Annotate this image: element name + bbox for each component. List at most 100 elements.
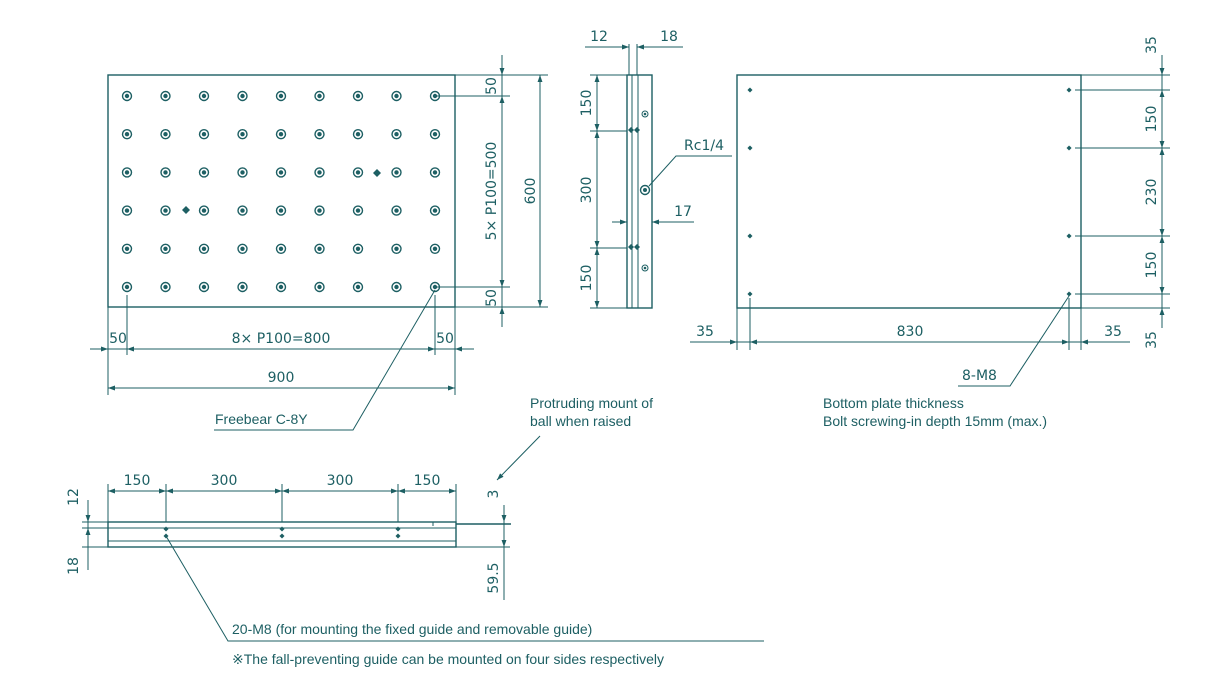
dim-v2: 230 xyxy=(1144,179,1160,206)
m8-hole xyxy=(747,87,753,93)
front-view: 12 18 150 300 300 150 3 59.5 Protruding … xyxy=(66,395,764,667)
m8-hole xyxy=(747,291,753,297)
side-view: 12 18 150 300 150 Rc1/4 17 xyxy=(579,29,732,309)
freebear-hole xyxy=(160,243,171,255)
freebear-hole xyxy=(198,90,210,102)
freebear-hole xyxy=(352,167,364,178)
m8-screw-hole xyxy=(279,526,285,532)
freebear-callout: Freebear C-8Y xyxy=(215,411,308,427)
hole-grid xyxy=(121,90,441,293)
bottom-note-line2: Bolt screwing-in depth 15mm (max.) xyxy=(823,413,1047,429)
freebear-hole xyxy=(160,90,171,102)
freebear-hole xyxy=(352,205,364,216)
freebear-hole xyxy=(429,167,441,178)
dim-s1: 150 xyxy=(124,473,151,489)
protrude-note-line2: ball when raised xyxy=(530,413,631,429)
bottom-plate-outline xyxy=(736,74,1082,309)
m8-screw-hole xyxy=(163,526,169,532)
freebear-hole xyxy=(237,90,248,102)
top-view: 50 5× P100=500 50 600 50 8× P100=800 50 … xyxy=(90,55,548,431)
freebear-hole xyxy=(160,281,171,293)
dim-pitch-y: 5× P100=500 xyxy=(484,142,500,241)
dim-edge-bottom: 50 xyxy=(484,289,500,307)
freebear-hole xyxy=(314,281,325,293)
dim-height-59: 59.5 xyxy=(486,562,502,593)
m8-screw-hole xyxy=(279,533,285,539)
freebear-hole xyxy=(237,128,248,140)
dim-pitch-x: 8× P100=800 xyxy=(232,331,331,347)
dim-right-margin: 35 xyxy=(1104,324,1122,340)
freebear-hole xyxy=(352,281,364,293)
freebear-hole xyxy=(352,128,364,140)
freebear-hole xyxy=(275,205,287,216)
rc-port xyxy=(639,184,651,196)
dim-top-margin: 35 xyxy=(1144,36,1160,54)
protrude-note-line1: Protruding mount of xyxy=(530,395,653,411)
freebear-hole xyxy=(121,243,133,255)
freebear-hole xyxy=(198,167,210,178)
freebear-hole xyxy=(275,90,287,102)
freebear-hole xyxy=(198,205,210,216)
dim-v1: 150 xyxy=(1144,106,1160,133)
freebear-hole xyxy=(352,90,364,102)
freebear-hole xyxy=(429,243,441,255)
bottom-holes xyxy=(747,87,1072,297)
freebear-hole xyxy=(314,243,325,255)
front-holes xyxy=(163,526,401,539)
freebear-hole xyxy=(314,167,325,178)
freebear-hole xyxy=(237,167,248,178)
bottom-note-line1: Bottom plate thickness xyxy=(823,395,964,411)
freebear-hole xyxy=(391,167,402,178)
dim-width-900: 900 xyxy=(268,370,295,386)
freebear-hole xyxy=(391,205,402,216)
freebear-hole xyxy=(237,205,248,216)
freebear-hole xyxy=(121,128,133,140)
freebear-hole xyxy=(391,243,402,255)
freebear-hole xyxy=(237,243,248,255)
footnote: ※The fall-preventing guide can be mounte… xyxy=(232,651,664,667)
freebear-hole xyxy=(391,281,402,293)
dim-protrude: 3 xyxy=(486,490,502,499)
freebear-hole xyxy=(391,90,402,102)
freebear-hole xyxy=(160,128,171,140)
dim-s2: 300 xyxy=(211,473,238,489)
screw-note: 20-M8 (for mounting the fixed guide and … xyxy=(232,621,592,637)
dim-edge-left: 50 xyxy=(109,331,127,347)
freebear-hole xyxy=(160,205,171,216)
freebear-hole xyxy=(121,205,133,216)
dim-t-right: 18 xyxy=(660,29,678,45)
freebear-hole xyxy=(160,167,171,178)
freebear-hole xyxy=(275,167,287,178)
freebear-hole xyxy=(121,90,133,102)
dim-t-left: 12 xyxy=(590,29,608,45)
dim-seg-mid: 300 xyxy=(579,177,595,204)
dim-span-830: 830 xyxy=(897,324,924,340)
dim-s3: 300 xyxy=(327,473,354,489)
bottom-view: 35 150 230 150 35 35 830 35 8-M8 Bottom … xyxy=(690,36,1170,429)
dim-edge-right: 50 xyxy=(436,331,454,347)
m8-screw-hole xyxy=(395,526,401,532)
dim-left-margin: 35 xyxy=(696,324,714,340)
m8-hole xyxy=(747,145,753,151)
freebear-hole xyxy=(314,128,325,140)
dim-v3: 150 xyxy=(1144,252,1160,279)
m8-hole xyxy=(1066,145,1072,151)
freebear-hole xyxy=(198,243,210,255)
dim-t-bot: 18 xyxy=(66,557,82,575)
freebear-hole xyxy=(121,167,133,178)
freebear-hole xyxy=(237,281,248,293)
freebear-hole xyxy=(352,243,364,255)
freebear-hole xyxy=(314,205,325,216)
dim-s4: 150 xyxy=(414,473,441,489)
freebear-hole xyxy=(198,281,210,293)
dim-t-top: 12 xyxy=(66,488,82,506)
m8-hole xyxy=(1066,291,1072,297)
top-plate-outline xyxy=(107,74,456,308)
side-plate-outline xyxy=(626,74,653,309)
dim-bottom-margin: 35 xyxy=(1144,331,1160,349)
dim-port-offset: 17 xyxy=(674,204,692,220)
m8-hole xyxy=(747,233,753,239)
m8-callout: 8-M8 xyxy=(962,368,997,384)
extra-hole-diamond xyxy=(373,169,381,177)
freebear-hole xyxy=(429,128,441,140)
